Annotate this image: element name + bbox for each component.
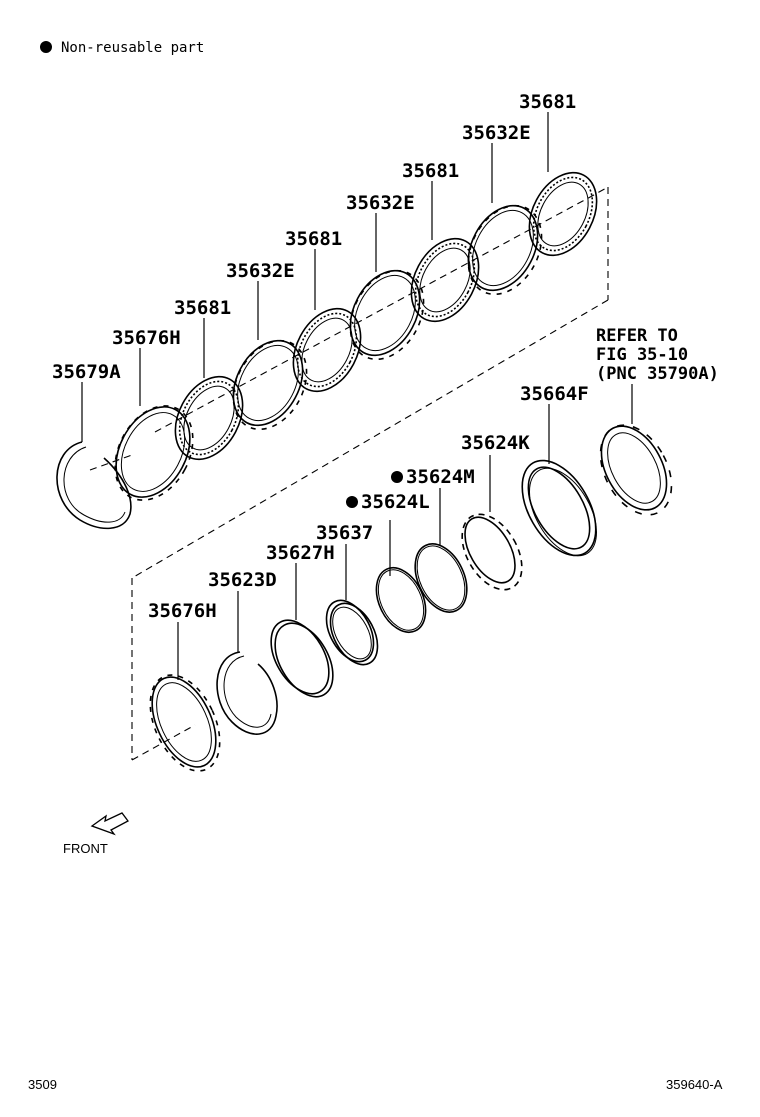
label-35676H-b: 35676H (148, 600, 217, 622)
label-35681-a: 35681 (519, 91, 576, 113)
footer-left: 3509 (28, 1077, 57, 1092)
label-35624M: 35624M (406, 466, 475, 488)
disc-35681-bottom (174, 375, 244, 461)
snap-ring-35623D (216, 651, 278, 735)
refer-note-line-2: FIG 35-10 (596, 345, 688, 365)
ring-35627H (270, 619, 334, 698)
non-reusable-marker-icon (391, 471, 403, 483)
snap-ring-35679A (56, 441, 132, 530)
plate-35632E-top (467, 204, 543, 296)
o-ring-35624M (414, 543, 468, 613)
label-35679A: 35679A (52, 361, 121, 383)
plate-35632E-low (232, 339, 308, 431)
label-35627H: 35627H (266, 542, 335, 564)
label-35676H-a: 35676H (112, 327, 181, 349)
spring-retainer-35664F-ref (599, 424, 673, 516)
label-35632E-a: 35632E (462, 122, 531, 144)
o-ring-35624L (375, 567, 427, 633)
plate-35632E-mid (349, 269, 425, 361)
footer-right: 359640-A (666, 1077, 723, 1092)
label-35624K: 35624K (461, 432, 530, 454)
label-35664F: 35664F (520, 383, 589, 405)
label-35632E-b: 35632E (346, 192, 415, 214)
refer-note-line-3: (PNC 35790A) (596, 364, 719, 384)
label-35637: 35637 (316, 522, 373, 544)
label-35681-d: 35681 (174, 297, 231, 319)
non-reusable-marker-icon (346, 496, 358, 508)
leader-lines (81, 112, 633, 680)
refer-note-line-1: REFER TO (596, 326, 678, 346)
disc-35681-top (528, 171, 598, 257)
piston-35664F (521, 459, 598, 557)
spring-assembly-35624K (461, 513, 523, 591)
label-35681-c: 35681 (285, 228, 342, 250)
disc-35681-mid-lower (292, 307, 362, 393)
label-35681-b: 35681 (402, 160, 459, 182)
plate-35676H-lower (149, 674, 221, 772)
legend-text: Non-reusable part (61, 40, 204, 56)
ring-35637 (325, 599, 379, 666)
front-arrow-icon (90, 812, 129, 836)
label-35632E-c: 35632E (226, 260, 295, 282)
label-35623D: 35623D (208, 569, 277, 591)
assembly-guide-lines (89, 186, 609, 761)
label-35624L: 35624L (361, 491, 430, 513)
front-label: FRONT (63, 841, 108, 856)
non-reusable-marker-icon (40, 41, 52, 53)
disc-35681-mid-upper (410, 237, 480, 323)
